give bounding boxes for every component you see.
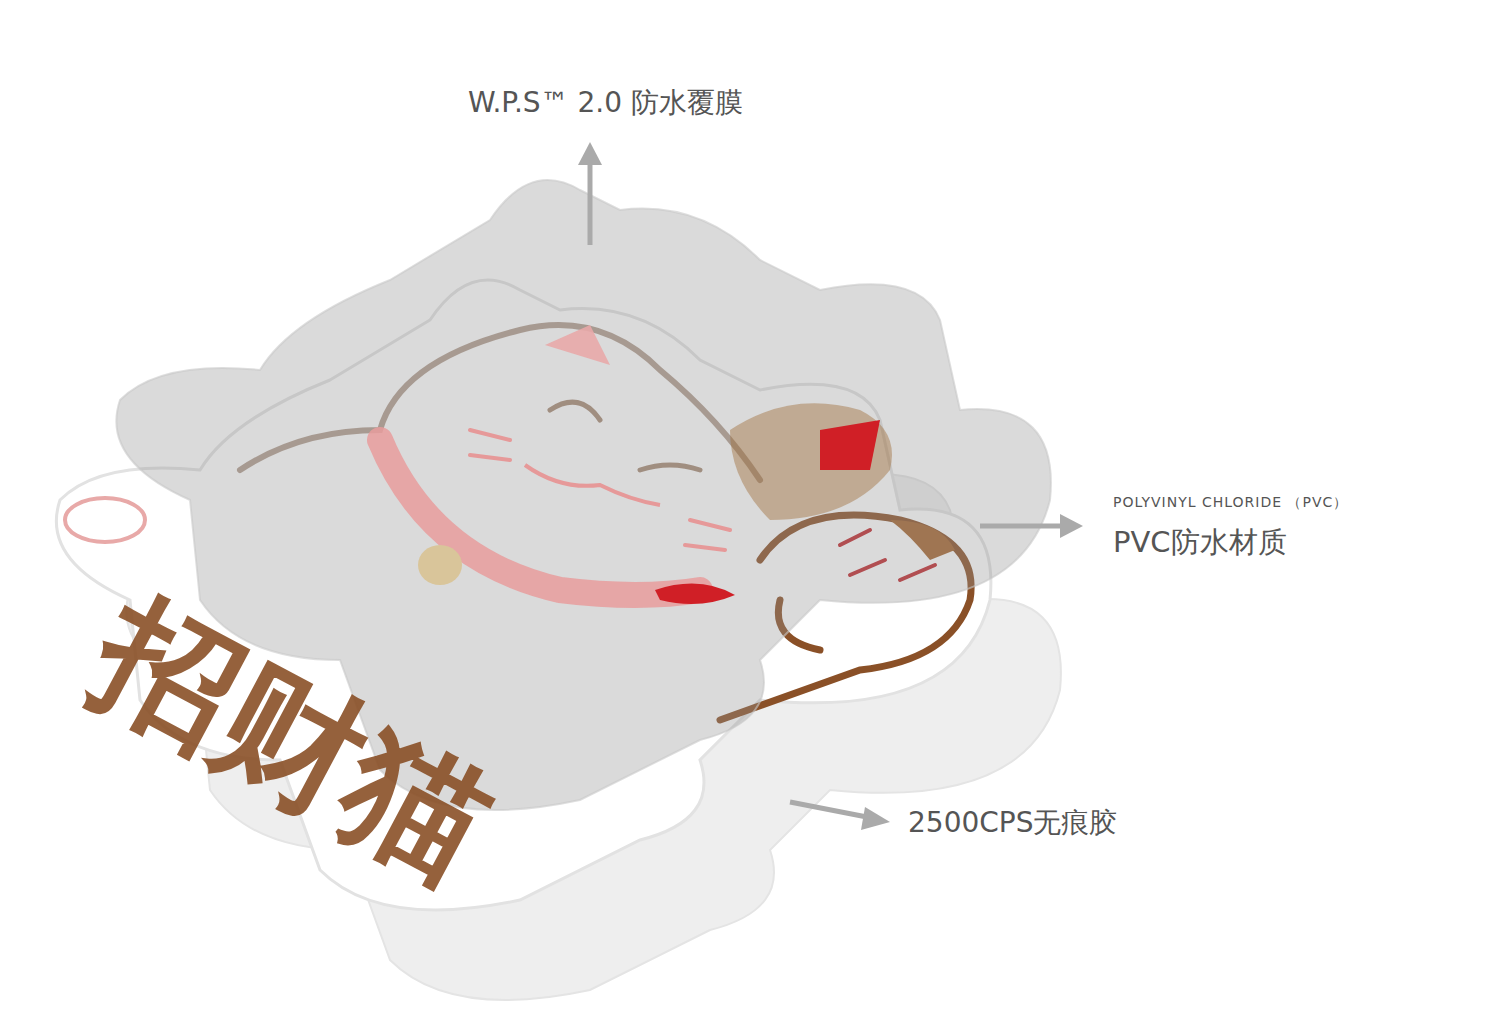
mouth [525, 465, 660, 505]
leader-arrows [590, 160, 1065, 818]
collar-end [655, 584, 735, 604]
bell [418, 545, 462, 585]
ear-patch [730, 403, 892, 520]
ear [545, 325, 610, 365]
collar [380, 440, 700, 595]
arrowheads [578, 142, 1083, 830]
whiskers [470, 430, 730, 550]
eyes [550, 402, 700, 470]
material-subtitle: POLYVINYL CHLORIDE （PVC） [1113, 494, 1348, 512]
logo-badge [65, 498, 145, 542]
film-label: W.P.S™ 2.0 防水覆膜 [468, 84, 743, 122]
ear-inner [820, 420, 880, 470]
material-label: PVC防水材质 [1113, 523, 1287, 563]
adhesive-label: 2500CPS无痕胶 [908, 804, 1117, 842]
